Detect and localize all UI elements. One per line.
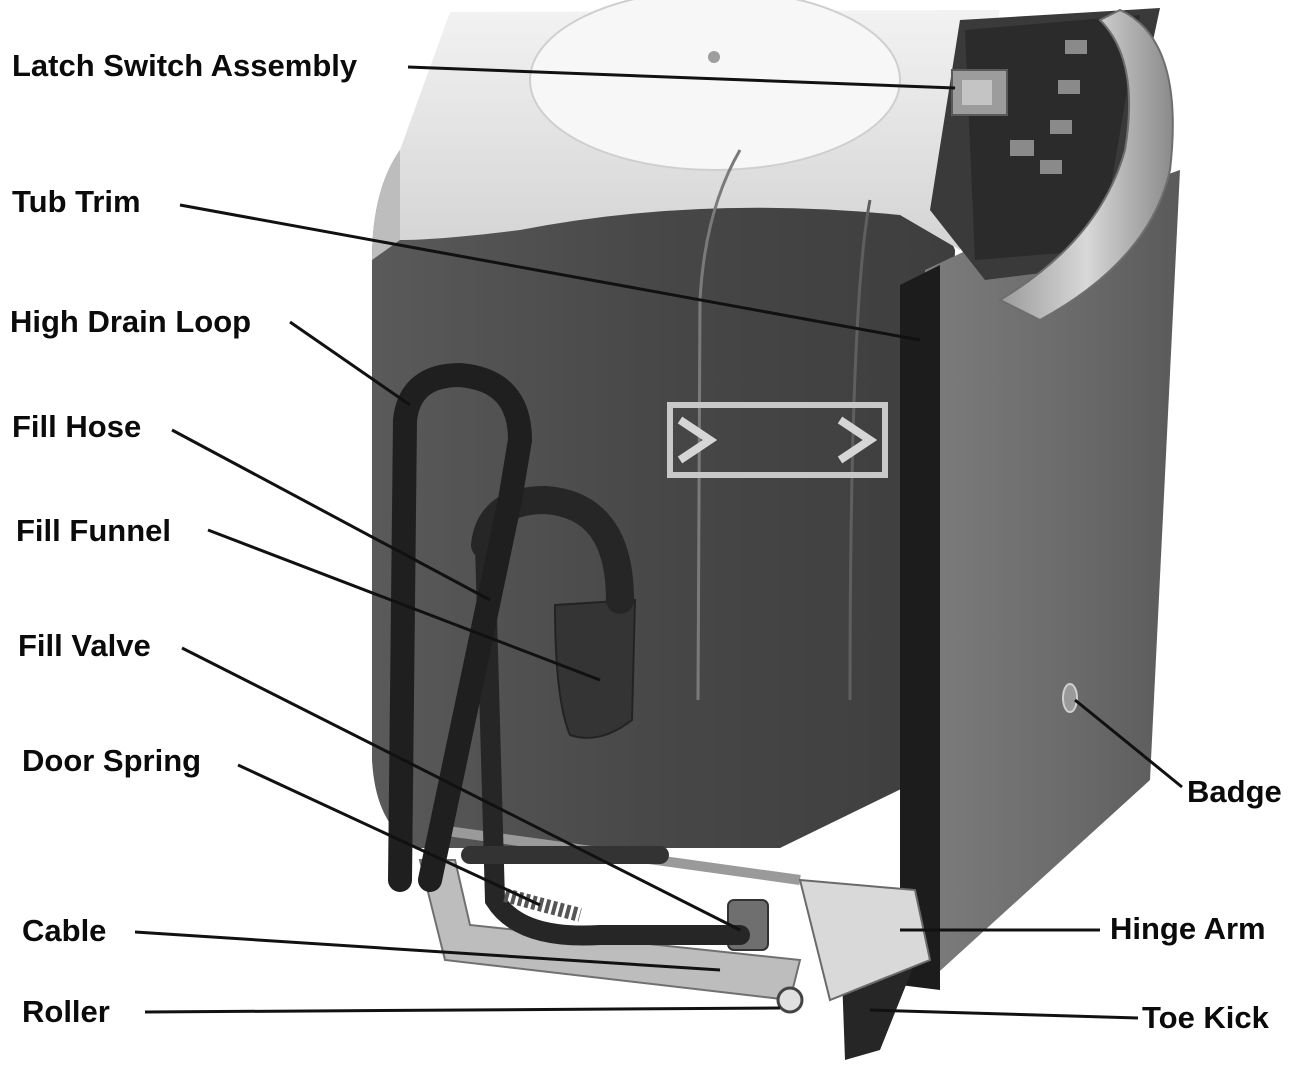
roller-wheel <box>776 986 804 1014</box>
fill-funnel-body <box>553 598 637 739</box>
tub-rib-2 <box>848 199 872 701</box>
door-handle <box>997 8 1174 322</box>
door-spring-coil <box>503 888 582 922</box>
leader-fill-funnel <box>207 528 601 682</box>
label-fill-funnel: Fill Funnel <box>16 513 171 548</box>
leader-badge <box>1074 698 1183 789</box>
leader-toe-kick <box>869 1008 1139 1020</box>
label-fill-valve: Fill Valve <box>18 628 151 663</box>
badge-emblem <box>1062 683 1078 713</box>
leader-cable <box>134 930 721 972</box>
label-badge: Badge <box>1187 774 1282 809</box>
top-dome <box>529 0 901 171</box>
label-hinge-arm: Hinge Arm <box>1110 911 1266 946</box>
tub-side <box>372 150 955 848</box>
label-roller: Roller <box>22 994 110 1029</box>
leader-roller <box>144 1006 781 1014</box>
leader-fill-valve <box>181 646 741 932</box>
leader-latch-switch <box>407 65 956 90</box>
control-strip <box>965 15 1140 260</box>
hinge-arm-part <box>798 878 932 1002</box>
tub-rib <box>696 149 742 701</box>
tub-top-shadow <box>372 150 400 260</box>
label-high-drain-loop: High Drain Loop <box>10 304 252 339</box>
top-bolt <box>708 51 720 63</box>
label-door-spring: Door Spring <box>22 743 202 778</box>
control-buttons <box>1010 40 1087 174</box>
label-fill-hose: Fill Hose <box>12 409 142 444</box>
label-tub-trim: Tub Trim <box>12 184 141 219</box>
label-latch-switch-assembly: Latch Switch Assembly <box>12 48 358 83</box>
leader-door-spring <box>237 763 541 907</box>
base-frame <box>418 859 802 1002</box>
label-toe-kick: Toe Kick <box>1142 1000 1269 1035</box>
leader-lines <box>134 65 1183 1020</box>
door-panel <box>925 170 1180 980</box>
label-cable: Cable <box>22 913 107 948</box>
leader-tub-trim <box>179 203 921 342</box>
leader-high-drain-loop <box>289 320 411 407</box>
drain-loop-tube <box>388 362 533 892</box>
leader-fill-hose <box>171 428 491 602</box>
door-edge <box>900 265 940 990</box>
side-bracket <box>667 402 888 478</box>
